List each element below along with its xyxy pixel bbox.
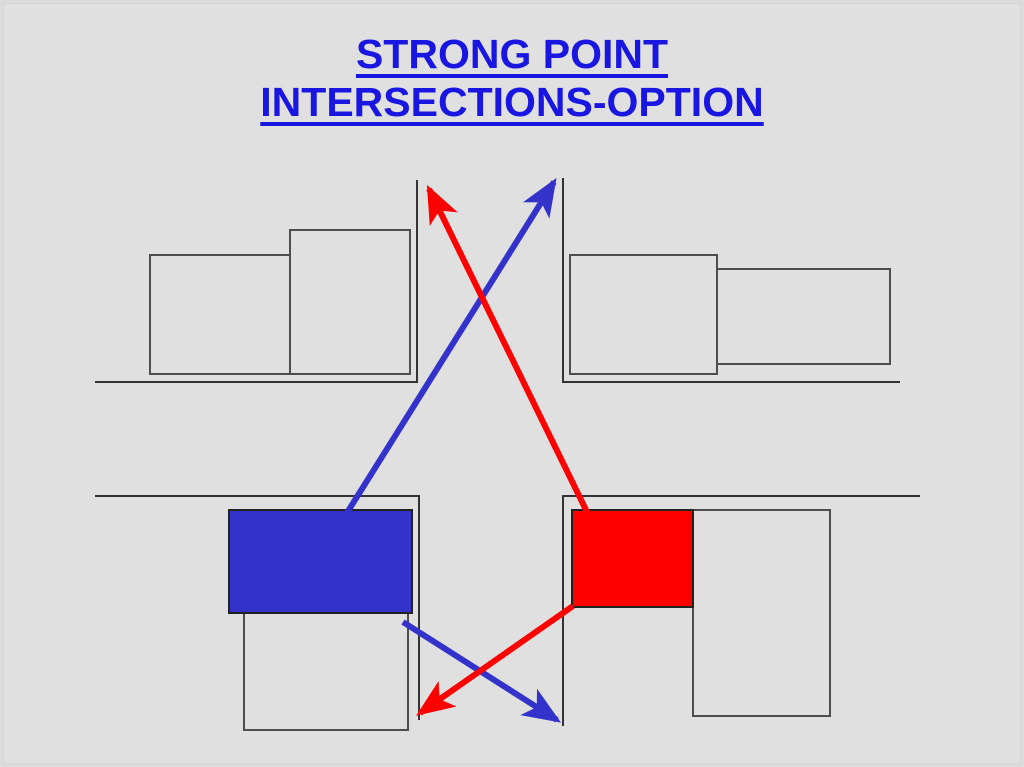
building-ne-2 (716, 268, 891, 365)
building-ne-1 (569, 254, 718, 375)
title-line-1: STRONG POINT (355, 31, 669, 77)
arrow-blue-northeast (342, 177, 557, 518)
arrow-red-northwest (426, 184, 591, 516)
quadrant-southwest (228, 509, 413, 731)
title-line-2: INTERSECTIONS-OPTION (260, 79, 764, 125)
fields-of-fire (342, 177, 591, 723)
strong-point-red (571, 509, 694, 608)
building-sw-2 (243, 612, 409, 731)
strong-point-blue (228, 509, 413, 614)
quadrant-northeast (569, 254, 891, 375)
quadrant-southeast (571, 509, 831, 717)
slide-frame (3, 3, 1021, 764)
slide-title: STRONG POINT INTERSECTIONS-OPTION (0, 30, 1024, 126)
arrow-red-southwest (416, 603, 575, 716)
building-nw-2 (289, 229, 411, 375)
building-nw-1 (149, 254, 291, 375)
building-se-2 (692, 509, 831, 717)
quadrant-northwest (149, 229, 411, 375)
